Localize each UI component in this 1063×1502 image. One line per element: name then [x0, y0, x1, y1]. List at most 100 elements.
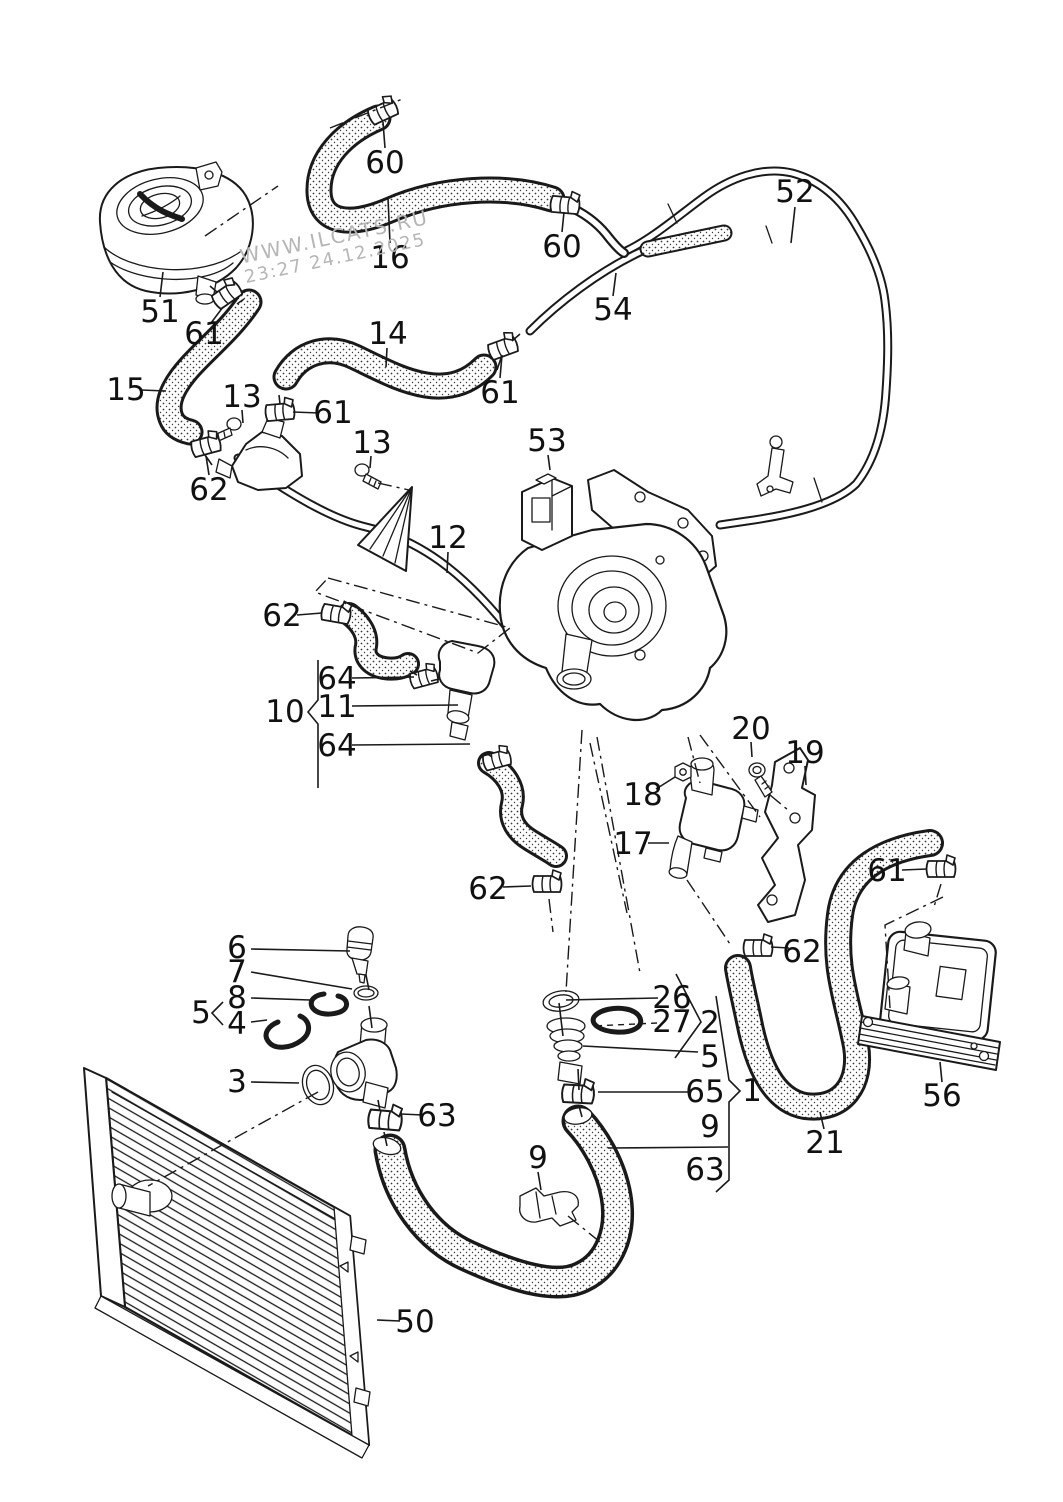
group-bracket-1 [715, 995, 742, 1193]
part-label-61-tank: 61 [184, 316, 223, 352]
coolant-hose-16 [319, 118, 552, 220]
alignment-line [548, 898, 554, 933]
group-bracket-5-clips [210, 1001, 224, 1026]
leader-line-16 [387, 197, 391, 244]
leader-line-62-hose21 [770, 946, 790, 949]
part-label-62-pump: 62 [468, 871, 507, 907]
part-label-26: 26 [652, 980, 691, 1016]
part-label-54: 54 [593, 292, 632, 328]
leader-line-62-pump [502, 885, 532, 888]
leader-line-64-lower [351, 743, 471, 746]
part-label-8: 8 [227, 980, 247, 1016]
part-label-63-housing: 63 [417, 1098, 456, 1134]
assembly-line [278, 394, 281, 405]
part-label-10: 10 [265, 694, 304, 730]
part-label-61-cooler: 61 [867, 853, 906, 889]
assembly-line [368, 1005, 373, 1029]
tee-fitting-11 [437, 640, 496, 741]
part-label-62-tee: 62 [189, 472, 228, 508]
oil-cooler [857, 921, 1001, 1071]
assembly-line [377, 1099, 381, 1112]
assembly-line [236, 298, 245, 305]
leader-line-56 [939, 1061, 943, 1083]
part-label-27: 27 [652, 1004, 691, 1040]
bracket-19 [757, 747, 816, 923]
leader-line-13-right [369, 455, 372, 469]
pipe-52-bracket [756, 435, 823, 503]
radiator [83, 1067, 371, 1459]
leader-line-21 [819, 1111, 825, 1130]
leader-line-52 [790, 206, 796, 244]
alignment-line [377, 482, 410, 491]
shutoff-valve-17 [668, 757, 759, 879]
leader-line-9-clip [537, 1171, 542, 1191]
part-label-14: 14 [368, 316, 407, 352]
part-label-13-right: 13 [352, 425, 391, 461]
leader-line-18 [655, 776, 676, 790]
assembly-line [430, 678, 440, 682]
leader-line-5-list [582, 1045, 699, 1053]
assembly-line [409, 670, 418, 676]
leader-line-63-housing [400, 1113, 424, 1116]
o-ring-26 [542, 990, 580, 1012]
part-label-53: 53 [527, 423, 566, 459]
assembly-line [209, 285, 218, 293]
alignment-line [329, 97, 406, 129]
part-label-62-hose10: 62 [262, 598, 301, 634]
part-label-7: 7 [227, 954, 247, 990]
alignment-line [313, 577, 512, 654]
nut-18 [674, 762, 692, 782]
hose-retaining-clip-9 [519, 1187, 579, 1227]
leader-line-53 [547, 454, 551, 471]
part-label-2: 2 [700, 1005, 720, 1041]
assembly-line [577, 1068, 580, 1091]
hose-clamp-61-cooler [925, 854, 957, 878]
leader-line-3 [250, 1081, 300, 1084]
leader-line-62-hose10 [296, 612, 323, 616]
assembly-line [511, 333, 521, 342]
leader-line-6 [250, 948, 351, 952]
leader-line-27 [591, 1022, 658, 1027]
part-label-56: 56 [922, 1078, 961, 1114]
alignment-line [932, 883, 942, 911]
part-label-17: 17 [613, 826, 652, 862]
part-label-60-right: 60 [542, 229, 581, 265]
part-label-5-list: 5 [700, 1039, 720, 1075]
hose-clamp-62-hose10 [319, 596, 354, 626]
leader-line-61-tank [210, 306, 224, 324]
part-label-19: 19 [785, 735, 824, 771]
bolt-13-right [354, 463, 382, 490]
leader-line-60-right [561, 211, 565, 233]
part-label-64-lower: 64 [317, 728, 356, 764]
part-label-4: 4 [227, 1006, 247, 1042]
alignment-line [565, 729, 583, 993]
retaining-clip-4 [263, 1013, 311, 1050]
part-label-3: 3 [227, 1064, 247, 1100]
coolant-hose-10-upper [349, 614, 408, 669]
part-label-52: 52 [775, 174, 814, 210]
alignment-line [589, 742, 628, 914]
bolt-20 [748, 762, 773, 798]
part-label-15: 15 [106, 372, 145, 408]
leader-line-26 [565, 997, 659, 1001]
leader-line-15 [140, 389, 167, 392]
leader-line-11 [351, 704, 459, 707]
part-label-9-clip: 9 [528, 1140, 548, 1176]
tee-connector [215, 417, 303, 491]
coolant-hose-9 [372, 1106, 617, 1282]
part-label-50: 50 [395, 1304, 434, 1340]
part-label-6: 6 [227, 930, 247, 966]
connector-fitting-5 [546, 1017, 586, 1085]
leader-line-51 [159, 271, 164, 298]
alignment-line [567, 1215, 601, 1243]
part-label-9-list: 9 [700, 1109, 720, 1145]
alignment-line [699, 734, 761, 818]
part-label-5-clips: 5 [191, 995, 211, 1031]
leader-line-14 [385, 347, 388, 368]
o-ring-7 [353, 985, 379, 1001]
leader-line-9-list [607, 1146, 729, 1149]
leader-line-60-top [382, 121, 386, 149]
coolant-hose-14 [286, 351, 484, 386]
